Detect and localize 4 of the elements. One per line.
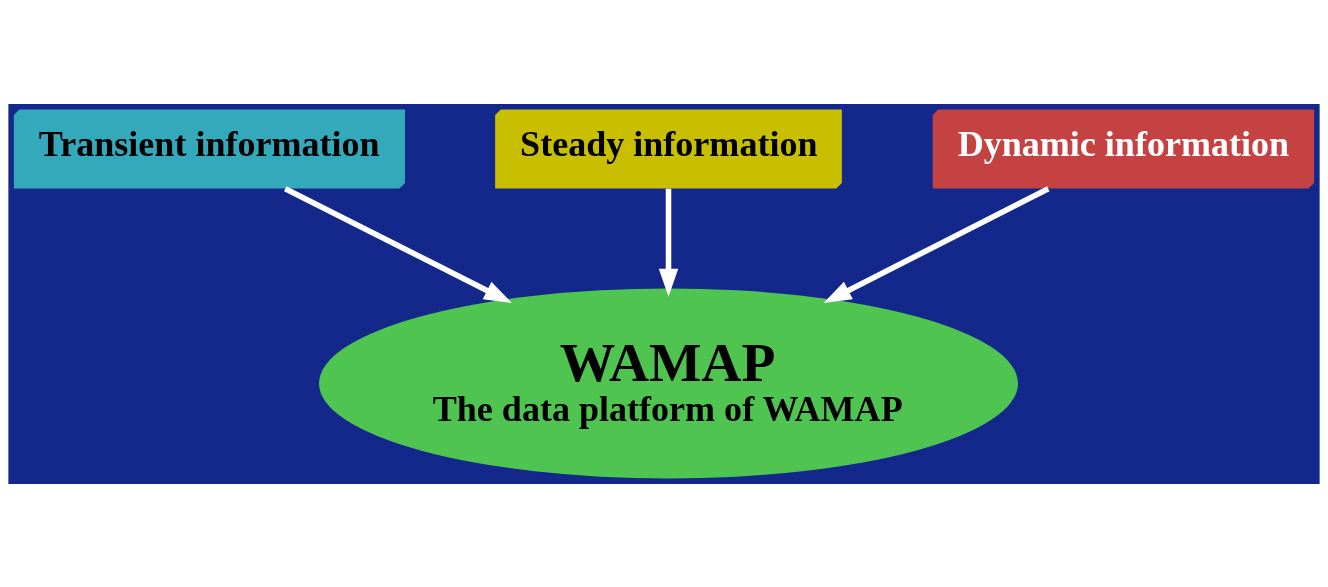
arrow xyxy=(284,185,512,303)
arrow xyxy=(823,185,1050,303)
node-ellipse: WAMAP The data platform of WAMAP xyxy=(319,287,1018,478)
arrow xyxy=(658,188,679,297)
